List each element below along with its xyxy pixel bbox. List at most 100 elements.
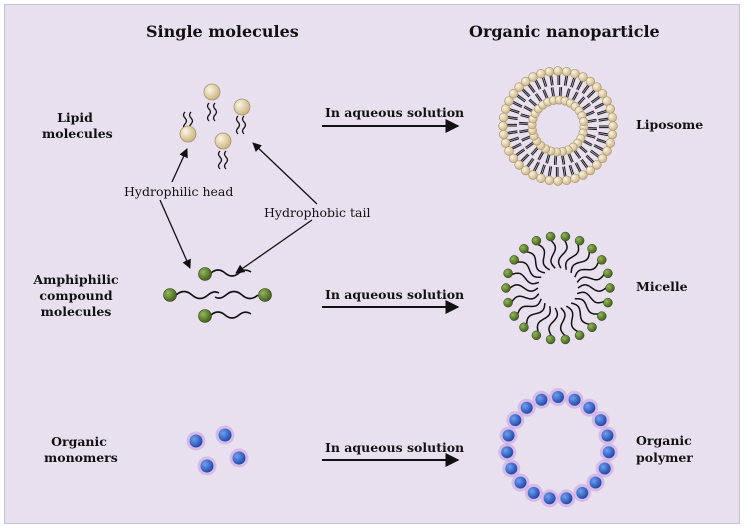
micelle-head (545, 334, 556, 345)
liposome-outer-tail (541, 77, 546, 88)
organic-monomer (215, 425, 235, 445)
liposome-outer-tail (596, 109, 607, 114)
liposome-outer-tail (562, 166, 565, 177)
micelle-tail (525, 303, 546, 325)
lipid-molecule (203, 83, 221, 122)
liposome-outer-head (520, 76, 531, 87)
liposome-outer-head (498, 112, 509, 123)
micelle-tail (564, 244, 580, 270)
micelle-tail (577, 284, 607, 292)
liposome-outer-tail (598, 131, 609, 135)
label-amphiphilic-line: Amphiphilic (33, 272, 119, 287)
micelle-head (531, 330, 542, 341)
liposome-inner-tail (531, 148, 539, 156)
organic-monomer (197, 456, 217, 476)
liposome-outer-tail (586, 154, 595, 163)
liposome-inner-tail (519, 130, 529, 134)
liposome-inner-tail (542, 89, 547, 99)
micelle-head (503, 268, 513, 279)
liposome-inner-tail (523, 106, 532, 113)
label-lipid-molecules-line: molecules (42, 126, 113, 141)
process-label-1: In aqueous solution (325, 105, 465, 120)
micelle-tail (548, 307, 559, 336)
liposome-outer-head (536, 173, 546, 184)
polymer-monomer (568, 393, 581, 406)
organic-monomer (186, 431, 206, 451)
liposome-inner-tail (537, 151, 543, 160)
liposome-outer-tail (521, 89, 530, 98)
liposome-inner-tail (550, 87, 554, 97)
polymer-monomer (509, 414, 522, 427)
liposome-outer-head (508, 153, 519, 164)
liposome-inner-tail (586, 135, 596, 139)
liposome-outer-tail (596, 139, 607, 144)
polymer-monomer (501, 446, 514, 459)
liposome-structure (498, 66, 618, 186)
liposome-outer-head (498, 121, 508, 131)
annotation-hydrophobic-tail: Hydrophobic tail (264, 205, 371, 220)
micelle-head (519, 243, 529, 254)
liposome-inner-tail (526, 143, 534, 150)
liposome-outer-tail (535, 79, 542, 89)
micelle-structure (501, 231, 615, 345)
liposome-outer-head (578, 170, 588, 180)
liposome-outer-tail (509, 108, 520, 113)
micelle-tail (526, 250, 546, 274)
liposome-outer-head (592, 82, 602, 92)
process-label-3: In aqueous solution (325, 440, 465, 455)
liposome-inner-tail (569, 153, 574, 163)
micelle-head (560, 334, 571, 345)
micelle-head (545, 231, 556, 242)
micelle-head (509, 255, 520, 265)
liposome-outer-tail (520, 153, 529, 162)
liposome-outer-tail (597, 111, 608, 116)
liposome-inner-head (579, 116, 589, 126)
liposome-outer-tail (521, 154, 530, 163)
liposome-outer-tail (509, 109, 520, 114)
micelle-tail (511, 272, 540, 285)
liposome-outer-tail (598, 133, 609, 137)
liposome-inner-tail (584, 139, 593, 146)
micelle-head (531, 235, 542, 246)
micelle-head (587, 243, 597, 254)
label-amphiphilic-molecules: Amphiphilic compound molecules (33, 272, 119, 320)
liposome-outer-tail (549, 75, 553, 86)
micelle-tail (559, 307, 566, 336)
liposome-outer-tail (590, 149, 600, 157)
liposome-outer-head (504, 146, 514, 156)
liposome-outer-tail (571, 77, 576, 88)
liposome-inner-tail (567, 88, 571, 98)
label-amphiphilic-line: compound (39, 288, 113, 303)
figure-background (4, 4, 740, 524)
liposome-outer-tail (581, 84, 589, 94)
liposome-outer-tail (595, 103, 605, 110)
liposome-outer-tail (565, 75, 569, 86)
liposome-inner-tail (561, 155, 564, 165)
micelle-tail (570, 302, 590, 326)
label-lipid-molecules: Lipid molecules (42, 110, 113, 142)
liposome-inner-tail (578, 97, 586, 105)
liposome-outer-head (570, 173, 580, 184)
liposome-outer-head (553, 176, 563, 186)
liposome-inner-tail (520, 113, 530, 117)
liposome-outer-tail (512, 102, 522, 108)
liposome-outer-tail (598, 117, 609, 121)
micelle-head (596, 255, 607, 265)
liposome-outer-tail (507, 131, 518, 135)
liposome-outer-tail (541, 164, 546, 175)
liposome-outer-head (561, 175, 572, 186)
liposome-inner-tail (565, 88, 570, 98)
liposome-inner-tail (586, 133, 596, 138)
polymer-monomer (560, 492, 573, 505)
liposome-outer-head (592, 160, 602, 170)
liposome-inner-tail (580, 145, 588, 153)
liposome-outer-tail (574, 163, 581, 173)
liposome-outer-tail (587, 90, 596, 99)
liposome-inner-tail (545, 154, 549, 164)
liposome-outer-tail (594, 144, 604, 150)
amphiphilic-molecule (214, 288, 272, 302)
liposome-inner-tail (582, 104, 591, 111)
tail-pointer-arrow-down (235, 219, 313, 274)
